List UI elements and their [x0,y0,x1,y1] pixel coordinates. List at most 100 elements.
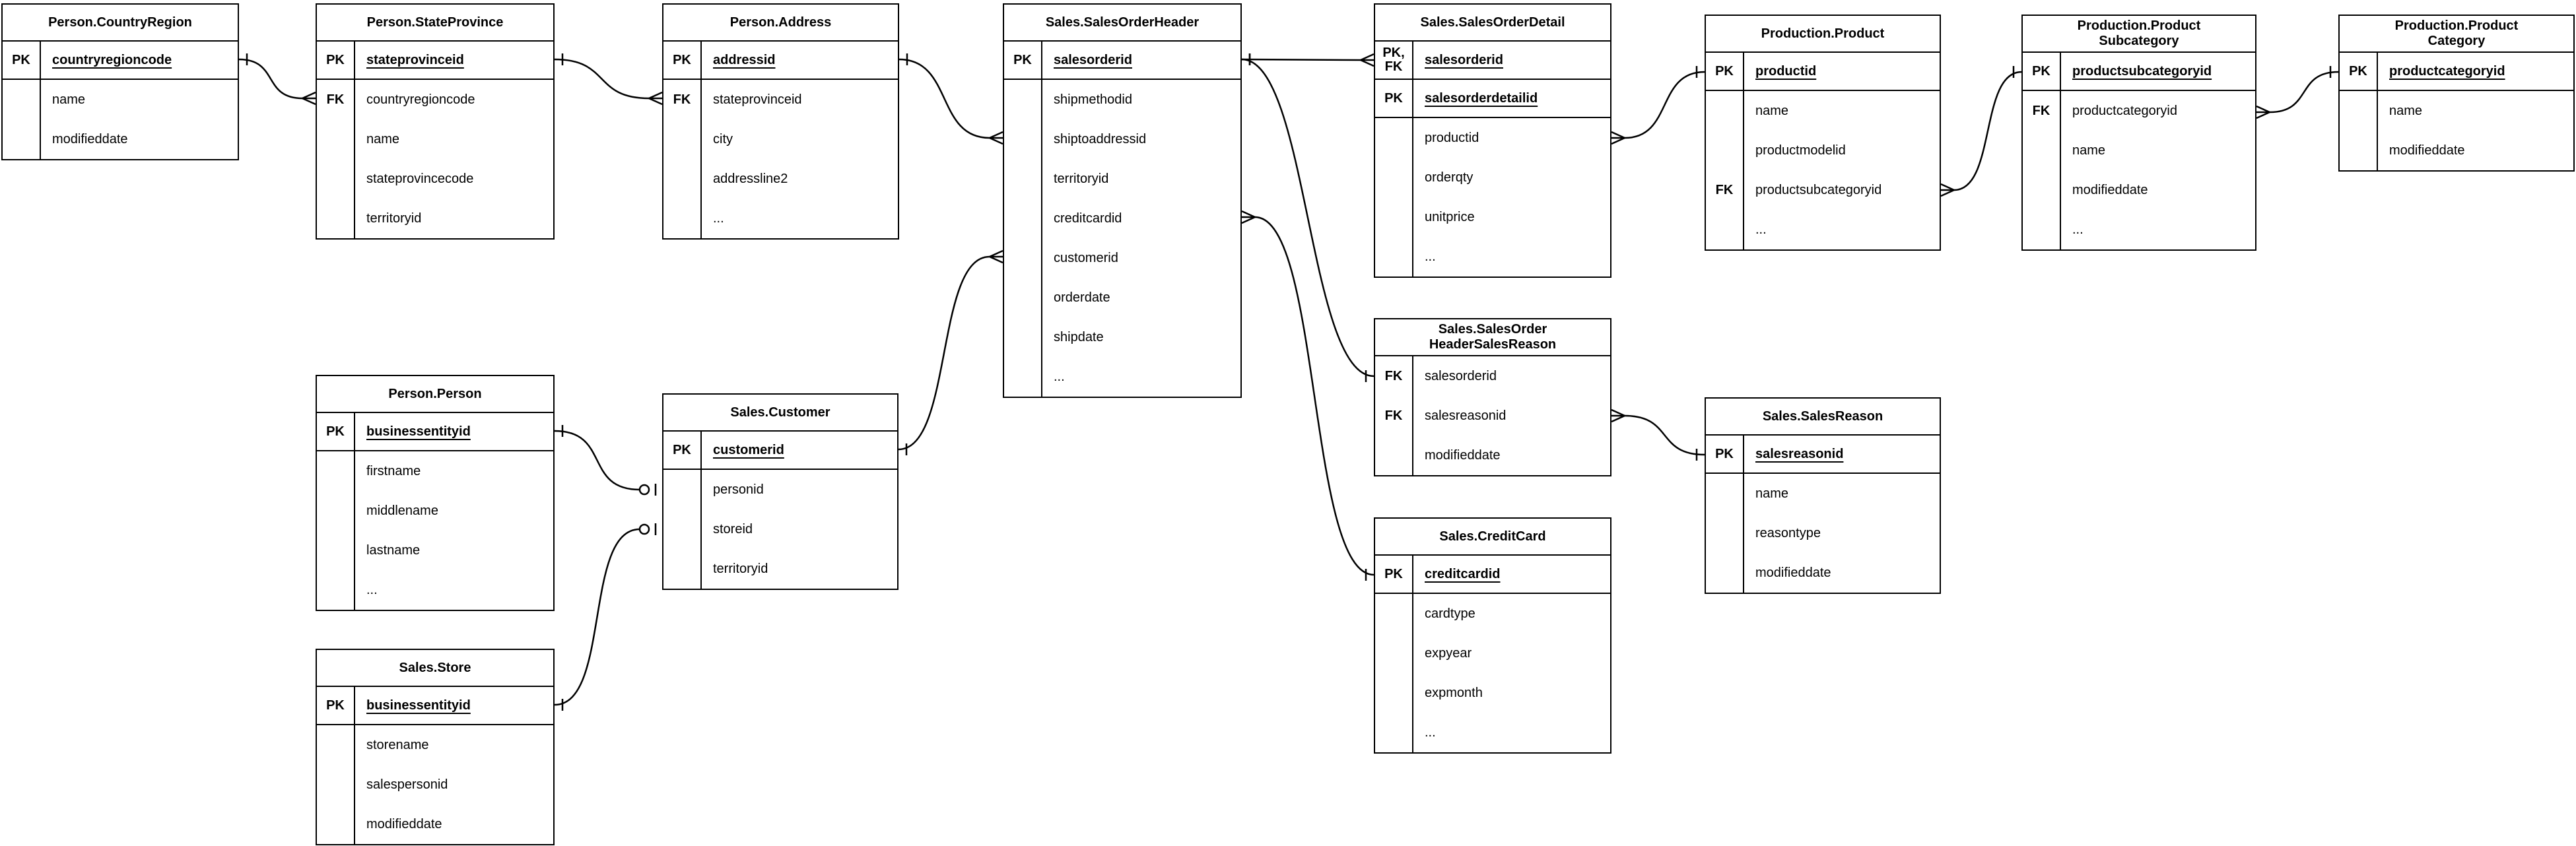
table-title: Person.Person [317,376,553,413]
key-tag: PK [2023,53,2061,90]
key-tag [1375,197,1413,237]
key-tag [1706,474,1744,513]
key-tag [663,470,702,509]
key-tag [2023,131,2061,170]
relation-line [1241,58,1361,61]
field-name: orderqty [1425,170,1474,185]
field-row: territoryid [663,549,897,589]
field-name: modifieddate [52,131,128,146]
table-title: Person.Address [663,5,898,42]
table-title: Person.StateProvince [317,5,553,42]
field-name: lastname [366,542,421,558]
key-tag: PK [317,413,355,450]
relation-customer-salesorderheader [898,249,1003,455]
relation-salesorderdetail-product [1611,66,1705,145]
field-row: ... [1375,237,1610,277]
relation-line [1624,414,1705,456]
cardinality-zero-circle [638,523,650,535]
key-tag [1375,118,1413,158]
field-name: salesreasonid [1755,446,1844,461]
cardinality-many-crowfoot [1241,210,1256,218]
field-name: name [1755,486,1789,501]
table-title: Sales.SalesOrderDetail [1375,5,1610,42]
key-tag [1375,673,1413,713]
key-tag [317,159,355,199]
table-title: Person.CountryRegion [3,5,238,42]
key-tag [1375,436,1413,475]
table-title: Sales.Customer [663,395,897,432]
field-name: addressline2 [713,171,788,186]
relation-salesorderheader-creditcard [1241,210,1374,581]
field-name: stateprovincecode [366,171,474,186]
field-name: modifieddate [2072,182,2148,197]
cardinality-many-crowfoot [1940,183,1955,191]
table-title: Production.Product Category [2340,16,2573,53]
field-row: ... [663,199,898,238]
field-row: productid [1375,118,1610,158]
cardinality-many-crowfoot [989,137,1003,145]
key-tag: FK [1706,170,1744,210]
relation-line [1254,216,1374,576]
field-row: expyear [1375,634,1610,673]
field-name: ... [1755,222,1767,237]
key-tag [1004,278,1042,317]
field-name: productsubcategoryid [1755,182,1882,197]
key-tag [3,119,41,159]
relation-product-productsubcategory [1940,66,2022,197]
relation-line [554,528,640,706]
cardinality-many-crowfoot [1241,216,1256,224]
field-row: modifieddate [1375,436,1610,475]
field-name: ... [1425,725,1436,740]
key-tag [1375,158,1413,197]
key-tag [663,119,702,159]
field-name: productcategoryid [2389,63,2505,79]
cardinality-many-crowfoot [302,97,316,106]
key-tag: PK [317,687,355,724]
field-name: salesreasonid [1425,408,1507,423]
key-tag: FK [663,80,702,119]
key-tag [663,159,702,199]
table-title: Sales.SalesOrderHeader [1004,5,1240,42]
relation-productsubcategory-productcategory [2256,66,2339,119]
field-row: orderdate [1004,278,1240,317]
field-name: territoryid [1054,171,1109,186]
field-row: lastname [317,531,553,570]
field-row: modifieddate [2340,131,2573,170]
field-name: modifieddate [2389,143,2465,158]
key-tag [317,725,355,765]
field-row: storeid [663,509,897,549]
field-name: territoryid [366,211,422,226]
relation-line [898,58,990,139]
cardinality-many-crowfoot [989,255,1003,264]
cardinality-many-crowfoot [2256,111,2270,119]
relation-salesorderheader-salesorderdetail [1241,53,1374,67]
field-name: productid [1425,130,1479,145]
cardinality-many-crowfoot [1611,408,1625,417]
key-tag: PK [1004,42,1042,79]
key-tag [3,80,41,119]
key-tag: FK [317,80,355,119]
relation-store-customer [554,523,657,711]
field-name: creditcardid [1054,211,1122,226]
field-row: cardtype [1375,594,1610,634]
